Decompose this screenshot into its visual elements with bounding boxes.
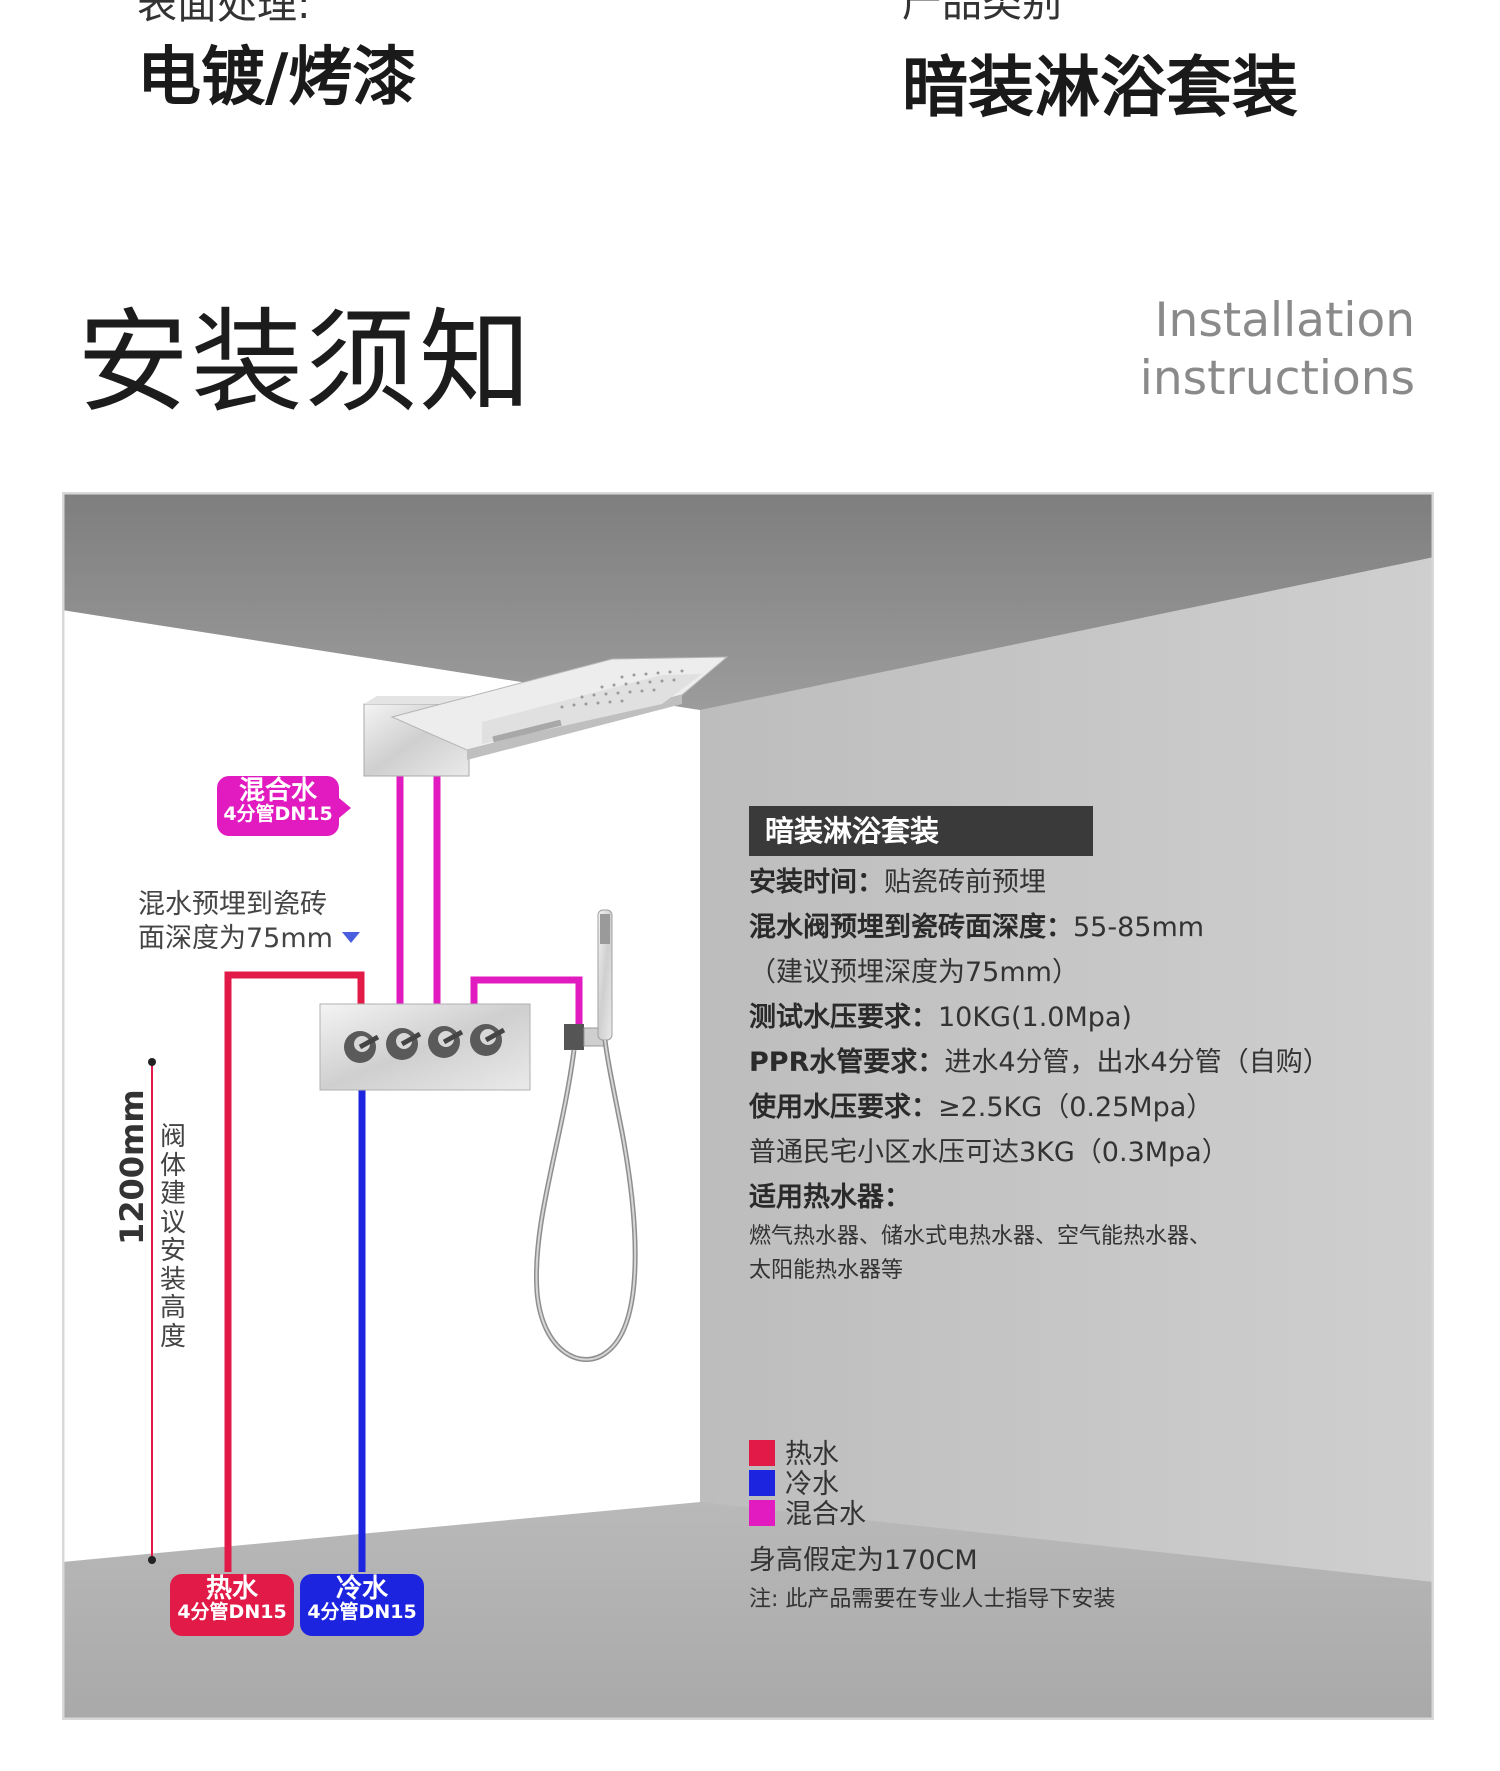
legend-item-cold: 冷水 (749, 1470, 866, 1500)
legend-item-hot: 热水 (749, 1440, 866, 1470)
legend-label: 冷水 (785, 1469, 839, 1500)
spec-value: 普通民宅小区水压可达3KG（0.3Mpa） (749, 1137, 1229, 1168)
hand-shower (533, 909, 638, 1362)
surface-treatment-value: 电镀/烤漆 (137, 41, 417, 115)
embed-depth-note-line2: 面深度为75mm (138, 923, 333, 954)
legend-swatch-mixed (749, 1500, 775, 1526)
ceiling (62, 492, 1434, 710)
spec-label: 适用热水器： (749, 1182, 911, 1213)
legend-swatch-cold (749, 1470, 775, 1496)
surface-treatment-label: 表面处理: (137, 0, 311, 28)
height-assumption: 身高假定为170CM (749, 1545, 978, 1576)
spec-value: 进水4分管，出水4分管（自购） (944, 1047, 1330, 1078)
product-category-label: 产品类别 (902, 0, 1062, 26)
product-category-value: 暗装淋浴套装 (902, 49, 1298, 126)
cold-water-label: 冷水 4分管DN15 (300, 1574, 424, 1636)
spec-value: （建议预埋深度为75mm） (749, 957, 1079, 988)
mixed-water-label-title: 混合水 (238, 776, 317, 806)
rain-shower-head (363, 656, 729, 777)
spec-row-ppr-pipe: PPR水管要求：进水4分管，出水4分管（自购） (749, 1040, 1409, 1085)
install-height-value: 1200mm (113, 1089, 151, 1245)
legend-label: 热水 (785, 1439, 839, 1470)
legend-item-mixed: 混合水 (749, 1500, 866, 1530)
spec-row-install-time: 安装时间：贴瓷砖前预埋 (749, 860, 1409, 905)
heater-types-line1: 燃气热水器、储水式电热水器、空气能热水器、 (749, 1224, 1212, 1249)
mixed-water-label: 混合水 4分管DN15 (217, 776, 339, 836)
legend-label: 混合水 (785, 1499, 866, 1530)
spec-label: 使用水压要求： (749, 1092, 938, 1123)
install-height-caption: 阀体建议安装高度 (160, 1122, 187, 1352)
down-triangle-icon (342, 932, 360, 943)
spec-row-use-pressure: 使用水压要求：≥2.5KG（0.25Mpa） (749, 1085, 1409, 1130)
spec-row-embed-suggest: （建议预埋深度为75mm） (749, 950, 1409, 995)
spec-row-residential-pressure: 普通民宅小区水压可达3KG（0.3Mpa） (749, 1130, 1409, 1175)
spec-value: ≥2.5KG（0.25Mpa） (938, 1092, 1214, 1123)
installation-illustration (62, 492, 1434, 1720)
spec-title: 暗装淋浴套装 (749, 806, 1093, 856)
pipes (224, 774, 583, 1572)
spec-row-embed-depth: 混水阀预埋到瓷砖面深度：55-85mm (749, 905, 1409, 950)
mixed-water-label-spec: 4分管DN15 (223, 803, 333, 826)
spec-panel: 暗装淋浴套装 安装时间：贴瓷砖前预埋 混水阀预埋到瓷砖面深度：55-85mm （… (749, 806, 1409, 1288)
spec-label: PPR水管要求： (749, 1047, 945, 1078)
spec-value: 贴瓷砖前预埋 (884, 867, 1046, 898)
spec-value: 55-85mm (1073, 912, 1205, 943)
mixed-water-label-arrow (339, 798, 351, 818)
section-title-en: Installation instructions (1139, 293, 1415, 406)
cold-water-label-title: 冷水 (335, 1574, 388, 1604)
spec-row-heater: 适用热水器： (749, 1175, 1409, 1220)
thermostatic-valve (319, 1003, 531, 1091)
cold-water-label-spec: 4分管DN15 (307, 1601, 417, 1624)
spec-value: 10KG(1.0Mpa) (938, 1002, 1132, 1033)
hot-water-label-spec: 4分管DN15 (177, 1601, 287, 1624)
spec-row-test-pressure: 测试水压要求：10KG(1.0Mpa) (749, 995, 1409, 1040)
height-dimension (148, 1058, 156, 1564)
spec-label: 混水阀预埋到瓷砖面深度： (749, 912, 1073, 943)
section-title-cn: 安装须知 (77, 298, 533, 428)
pipe-legend: 热水 冷水 混合水 (749, 1440, 866, 1530)
spec-label: 测试水压要求： (749, 1002, 938, 1033)
embed-depth-note: 混水预埋到瓷砖 面深度为75mm (138, 888, 333, 956)
heater-types-line2: 太阳能热水器等 (749, 1258, 904, 1283)
hot-water-label: 热水 4分管DN15 (170, 1574, 294, 1636)
embed-depth-note-line1: 混水预埋到瓷砖 (138, 889, 327, 920)
legend-swatch-hot (749, 1440, 775, 1466)
spec-label: 安装时间： (749, 867, 884, 898)
hot-water-label-title: 热水 (205, 1574, 258, 1604)
floor (62, 1502, 1434, 1720)
install-note: 注: 此产品需要在专业人士指导下安装 (749, 1587, 1116, 1612)
